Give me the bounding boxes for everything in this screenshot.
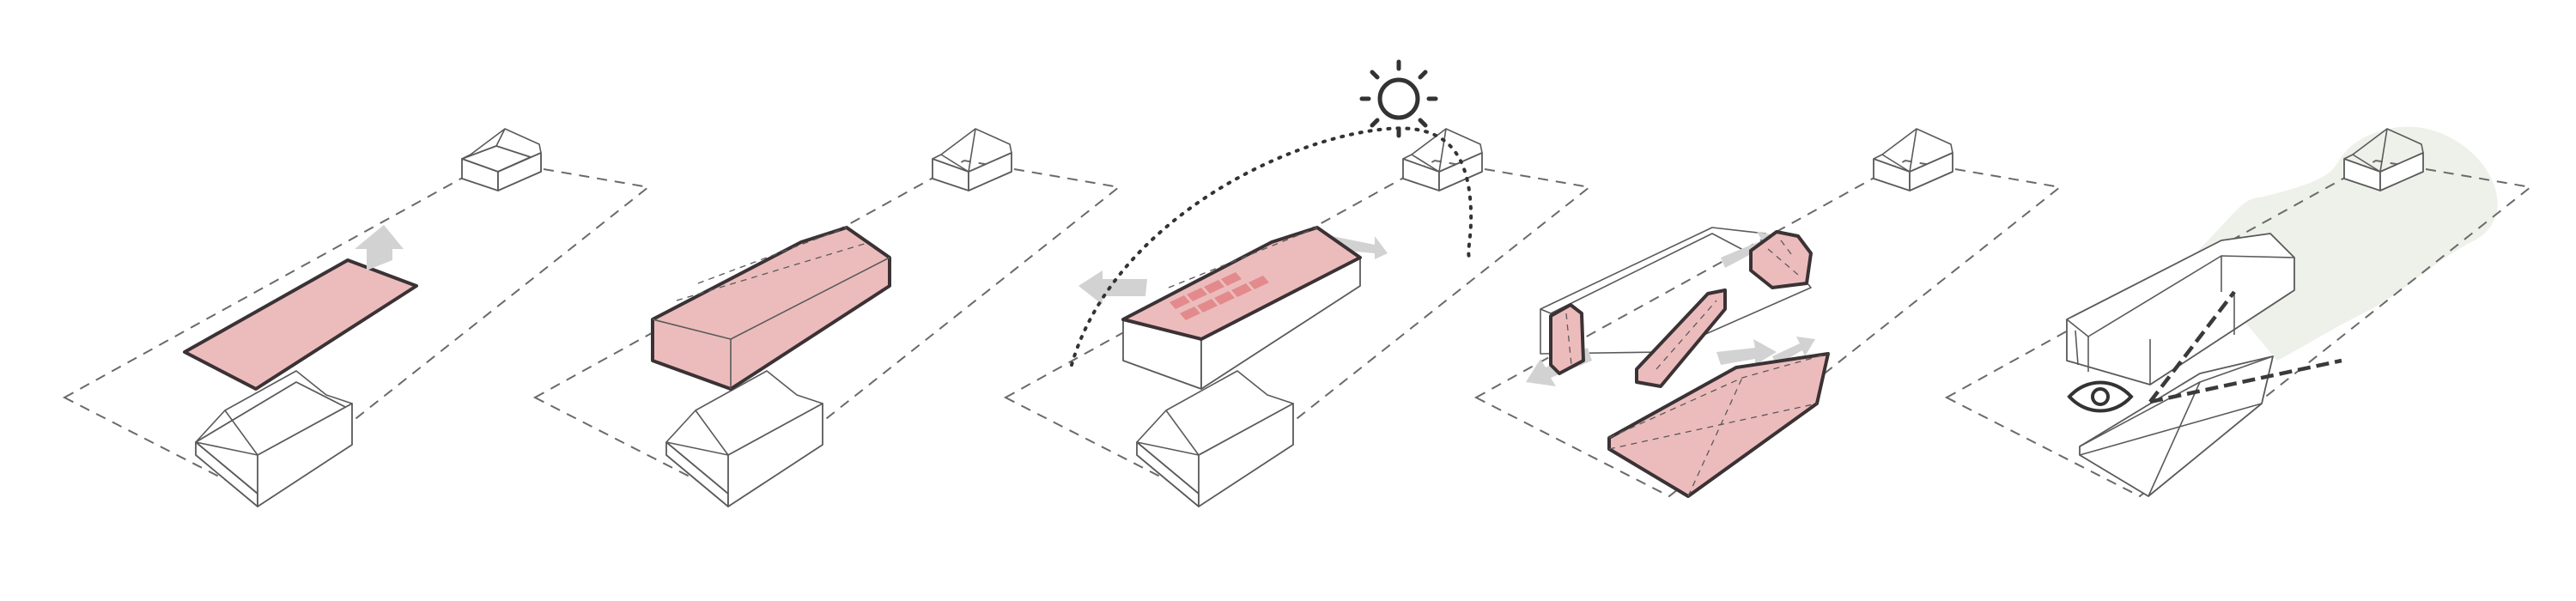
neighbour-house-small	[461, 128, 542, 191]
building-piece-end-right	[1749, 230, 1813, 289]
building-piece-end-left	[1549, 303, 1585, 375]
neighbour-house-small	[1873, 128, 1953, 191]
building-volume	[1121, 226, 1362, 390]
neighbour-house-large	[195, 370, 353, 507]
arrow-icon	[1078, 270, 1147, 305]
solar-panel-array	[1170, 272, 1269, 320]
building-footprint	[183, 258, 418, 391]
panel-views	[1944, 126, 2533, 498]
sun-path	[1070, 126, 1473, 367]
building-volume	[651, 226, 891, 391]
building-main	[2066, 233, 2295, 385]
arrow-icon	[1772, 337, 1815, 365]
eye-icon	[2067, 380, 2134, 413]
view-lines	[2148, 290, 2342, 404]
panel-volume	[532, 128, 1121, 507]
neighbour-house-large	[665, 370, 823, 507]
building-piece-middle	[1635, 288, 1727, 388]
panel-split	[1473, 128, 2063, 498]
building-piece-roof	[1607, 352, 1830, 498]
arrow-icon	[355, 225, 404, 270]
site-boundary	[1003, 159, 1592, 498]
panel-sun-orientation	[1003, 59, 1592, 507]
building-roof-piece	[2079, 355, 2274, 497]
sun-icon	[1359, 59, 1438, 138]
site-boundary	[62, 159, 651, 498]
neighbour-house-large	[1136, 370, 1294, 507]
arrow-icon	[1716, 339, 1777, 365]
panel-plot	[62, 128, 651, 507]
neighbour-house-small	[1402, 128, 1483, 191]
neighbour-house-small	[932, 128, 1012, 191]
neighbour-house-small	[2343, 128, 2424, 191]
